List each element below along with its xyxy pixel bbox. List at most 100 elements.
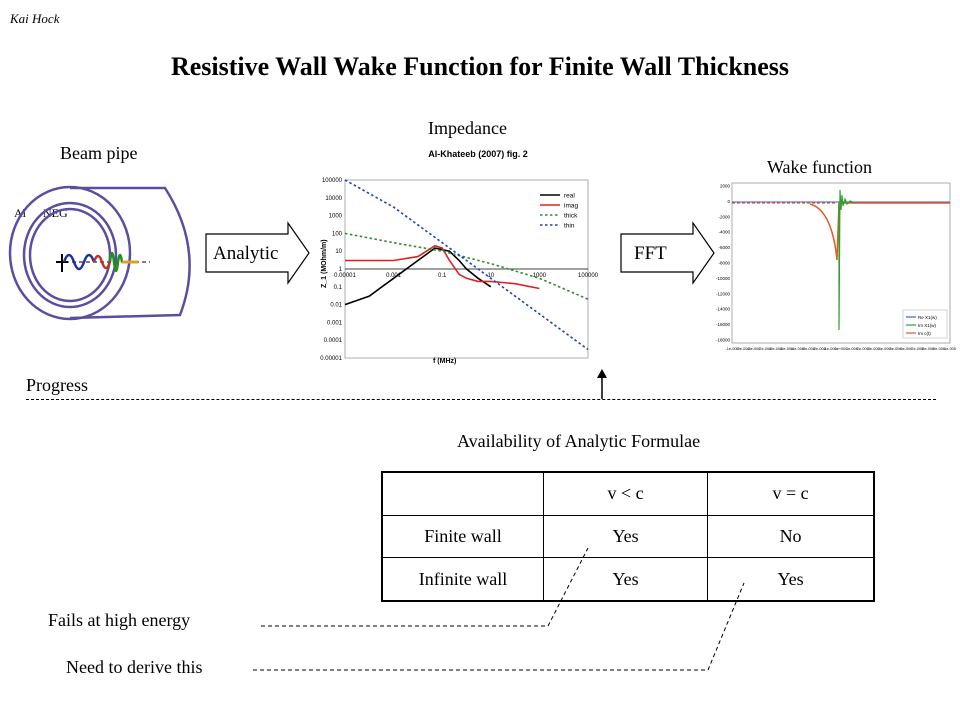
- wake-x-tick-label: -6e-006: [769, 347, 782, 351]
- impedance-y-tick-label: 10: [335, 249, 342, 255]
- impedance-y-tick-label: 0.001: [327, 320, 343, 326]
- derive-note: Need to derive this: [66, 657, 203, 677]
- table-row: Infinite wall Yes Yes: [381, 557, 875, 602]
- impedance-legend-label: imag: [564, 203, 578, 210]
- impedance-x-tick-label: 1000: [533, 273, 547, 279]
- impedance-y-tick-label: 0.00001: [320, 356, 342, 362]
- wake-y-tick-label: -18000: [716, 338, 731, 343]
- wake-y-tick-label: -4000: [718, 230, 730, 235]
- progress-label: Progress: [26, 375, 88, 395]
- wake-x-tick-label: 1e-006: [846, 347, 858, 351]
- wake-x-tick-label: 0e+000: [835, 347, 848, 351]
- impedance-legend-label: real: [564, 193, 575, 200]
- wake-function-label: Wake function: [767, 157, 873, 177]
- wake-x-tick-label: -1e-006: [824, 347, 837, 351]
- fails-note: Fails at high energy: [48, 610, 191, 630]
- table-cell: Yes: [542, 557, 709, 602]
- impedance-label: Impedance: [428, 118, 507, 138]
- wake-y-tick-label: -16000: [716, 322, 731, 327]
- wake-legend-label: Re X1(w): [918, 315, 937, 320]
- pipe-outer-ring: [8, 185, 132, 321]
- author-name: Kai Hock: [10, 11, 60, 26]
- table-header-cell: v = c: [707, 471, 875, 516]
- wake-x-tick-label: -7e-006: [758, 347, 771, 351]
- impedance-y-tick-label: 0.0001: [324, 338, 343, 344]
- slide-title: Resistive Wall Wake Function for Finite …: [170, 52, 790, 81]
- table-cell: Yes: [707, 557, 875, 602]
- wake-x-tick-label: 4e-006: [879, 347, 891, 351]
- progress-marker-arrow: [597, 369, 607, 399]
- impedance-x-axis-label: f (MHz): [433, 358, 456, 365]
- wake-y-tick-label: -8000: [718, 261, 730, 266]
- wake-legend-label: Im c(t): [918, 331, 931, 336]
- wake-x-tick-label: -5e-006: [780, 347, 793, 351]
- wake-imx-curve: [838, 189, 856, 331]
- table-header-cell: [381, 471, 544, 516]
- impedance-x-tick-label: 100000: [578, 273, 599, 279]
- wake-x-tick-label: 3e-006: [868, 347, 880, 351]
- impedance-y-tick-label: 0.1: [334, 285, 343, 291]
- impedance-x-tick-label: 10: [487, 273, 494, 279]
- impedance-x-tick-label: 0.00001: [334, 273, 356, 279]
- beam-pipe-label: Beam pipe: [60, 143, 138, 163]
- beam-pipe-diagram: [8, 185, 191, 321]
- wake-x-tick-label: 1e-005: [944, 347, 956, 351]
- table-cell: Infinite wall: [381, 557, 544, 602]
- analytic-label: Analytic: [213, 243, 279, 264]
- impedance-y-tick-label: 10000: [325, 196, 342, 202]
- table-header-cell: v < c: [542, 471, 709, 516]
- impedance-y-tick-label: 0.01: [330, 303, 342, 309]
- impedance-y-tick-label: 1000: [329, 214, 343, 220]
- wake-curves: [732, 189, 950, 331]
- availability-table: v < c v = c Finite wall Yes No Infinite …: [381, 471, 875, 602]
- impedance-x-tick-label: 0.001: [386, 273, 402, 279]
- wake-x-tick-label: 9e-006: [933, 347, 945, 351]
- analytic-arrow: [205, 221, 310, 285]
- wake-x-tick-label: -8e-006: [747, 347, 760, 351]
- impedance-legend-label: thick: [564, 213, 578, 220]
- beam-wave: [56, 251, 150, 273]
- fft-arrow: [620, 221, 715, 285]
- table-row: Finite wall Yes No: [381, 514, 875, 559]
- wake-x-tick-label: 5e-006: [890, 347, 902, 351]
- wake-y-tick-label: -10000: [716, 276, 731, 281]
- table-header-row: v < c v = c: [381, 471, 875, 516]
- pipe-outline: [69, 186, 191, 320]
- wake-imc-curve: [809, 202, 950, 261]
- wake-x-tick-label: -3e-006: [802, 347, 815, 351]
- impedance-legend-label: thin: [564, 223, 575, 230]
- al-label: Al: [14, 206, 26, 220]
- pipe-al-ring: [22, 201, 118, 309]
- wake-x-tick-label: 7e-006: [911, 347, 923, 351]
- table-cell: Finite wall: [381, 514, 544, 559]
- wake-y-tick-label: -12000: [716, 291, 731, 296]
- impedance-y-tick-label: 1: [339, 267, 343, 273]
- wake-x-tick-label: 6e-006: [900, 347, 912, 351]
- impedance-chart-title: Al-Khateeb (2007) fig. 2: [428, 149, 528, 159]
- fft-label: FFT: [634, 243, 667, 264]
- impedance-y-tick-label: 100: [332, 231, 343, 237]
- impedance-series-thick: [344, 232, 589, 300]
- progress-line: [26, 399, 936, 400]
- wake-y-tick-label: -14000: [716, 307, 731, 312]
- wake-function-chart: 2000 0 -2000 -4000 -6000 -8000 -10000 -12000 -14…: [716, 182, 956, 351]
- wake-x-tick-label: -9e-006: [736, 347, 749, 351]
- wake-x-tick-label: -2e-006: [813, 347, 826, 351]
- table-cell: No: [707, 514, 875, 559]
- wake-y-tick-label: -6000: [718, 245, 730, 250]
- availability-title: Availability of Analytic Formulae: [457, 431, 701, 451]
- wake-x-tick-label: 2e-006: [857, 347, 869, 351]
- impedance-series-thin: [344, 179, 589, 351]
- impedance-y-axis-label: Z_1 (MOhm/m): [321, 239, 328, 288]
- wake-y-tick-label: 2000: [720, 184, 731, 189]
- impedance-x-tick-label: 0.1: [438, 273, 447, 279]
- wake-y-tick-label: -2000: [718, 214, 730, 219]
- wake-x-tick-label: -4e-006: [791, 347, 804, 351]
- wake-y-tick-label: 0: [727, 199, 730, 204]
- impedance-y-tick-label: 100000: [322, 178, 343, 184]
- wake-x-tick-label: 8e-006: [922, 347, 934, 351]
- wake-legend-label: Im X1(w): [918, 323, 937, 328]
- table-cell: Yes: [542, 514, 709, 559]
- wake-x-tick-label: -1e-005: [725, 347, 738, 351]
- impedance-chart: Al-Khateeb (2007) fig. 2 Z_1 (MOhm/m) f …: [320, 149, 598, 365]
